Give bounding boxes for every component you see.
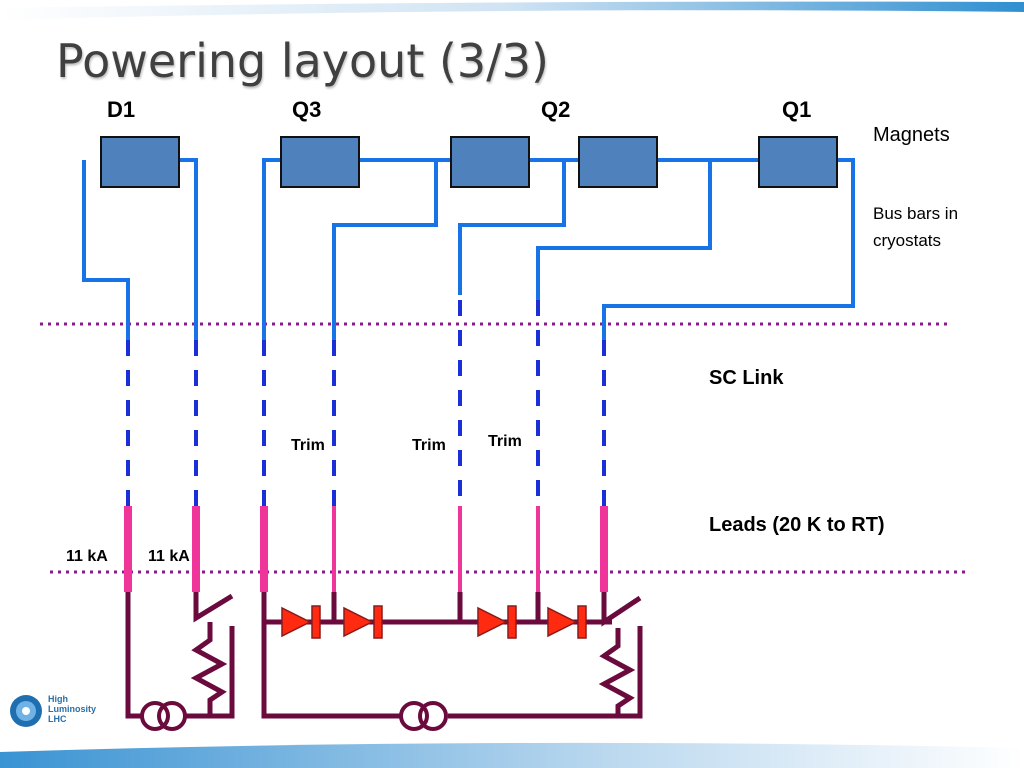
magnets-label: Magnets xyxy=(873,124,950,146)
diode xyxy=(343,605,383,639)
diode xyxy=(547,605,587,639)
magnet-label-q2: Q2 xyxy=(541,97,571,122)
current-label-d1-b: 11 kA xyxy=(148,548,190,565)
trim-label: Trim xyxy=(412,437,446,454)
diode xyxy=(477,605,517,639)
magnet-d1 xyxy=(100,136,180,188)
trim-label: Trim xyxy=(291,437,325,454)
diodes xyxy=(281,605,587,639)
page-title: Powering layout (3/3) xyxy=(56,34,549,88)
current-label-d1-a: 11 kA xyxy=(66,548,108,565)
logo-line: High xyxy=(48,694,68,704)
logo-text: High Luminosity LHC xyxy=(48,694,96,724)
diode xyxy=(281,605,321,639)
hl-lhc-logo-icon xyxy=(10,695,42,727)
magnet-q1 xyxy=(758,136,838,188)
warm-circuits xyxy=(125,592,643,719)
sc-link-lines xyxy=(126,300,606,506)
magnet-label-d1: D1 xyxy=(107,97,136,122)
bus-bars xyxy=(82,158,855,340)
trim-label: Trim xyxy=(488,433,522,450)
bus-bars-label-line2: cryostats xyxy=(873,231,942,250)
sc-link-label: SC Link xyxy=(709,367,784,389)
magnet-blocks xyxy=(100,136,838,188)
logo-line: LHC xyxy=(48,714,67,724)
magnet-label-q3: Q3 xyxy=(292,97,322,122)
transformer-q xyxy=(399,701,448,731)
current-leads xyxy=(124,506,608,592)
bottom-decor-band xyxy=(0,742,1024,768)
magnet-q3 xyxy=(280,136,360,188)
magnet-label-q1: Q1 xyxy=(782,97,812,122)
transformer-d1 xyxy=(140,701,187,731)
top-decor-band xyxy=(0,1,1024,20)
bus-bars-label-line1: Bus bars in xyxy=(873,204,959,223)
logo-line: Luminosity xyxy=(48,704,97,714)
magnet-q2a xyxy=(450,136,530,188)
magnet-q2b xyxy=(578,136,658,188)
leads-label: Leads (20 K to RT) xyxy=(709,514,885,536)
